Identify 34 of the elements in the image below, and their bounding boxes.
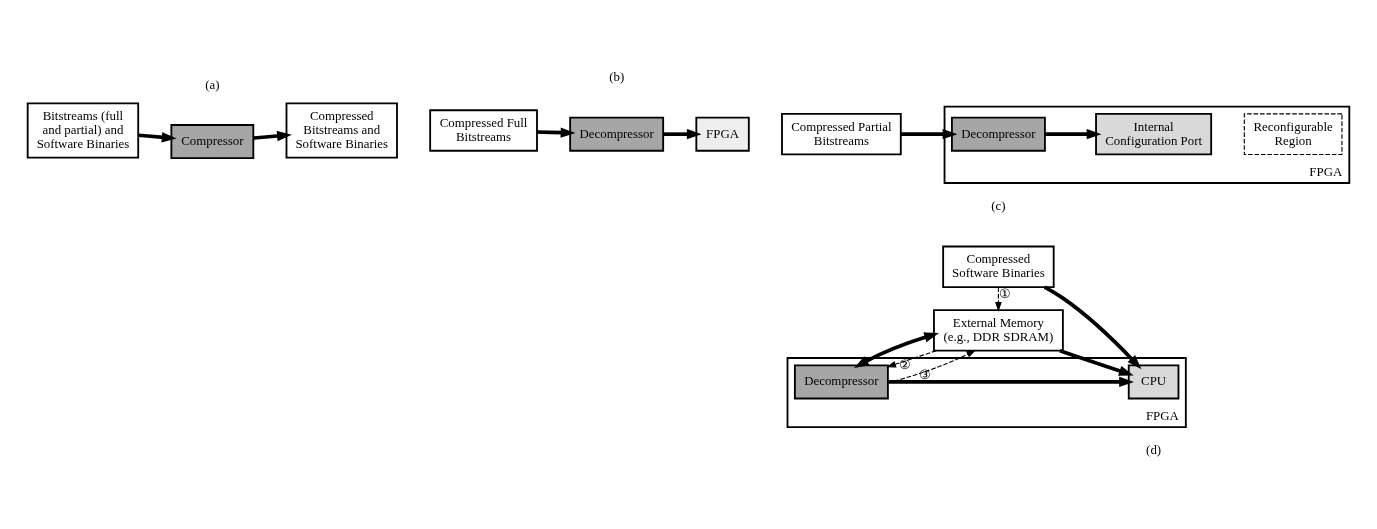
arrow <box>887 349 976 384</box>
arrow <box>886 350 937 368</box>
label: (d) <box>1146 443 1162 458</box>
arrow <box>995 286 1002 312</box>
arrow <box>1043 285 1142 370</box>
node-box: Bitstreams (full and partial) and Software Binaries <box>26 102 140 159</box>
node-box: FPGA <box>695 116 750 152</box>
node-box: Decompressor <box>951 116 1046 152</box>
edge-label: ① <box>999 287 1012 302</box>
node-box: Decompressor <box>569 116 665 152</box>
arrow <box>1044 129 1102 140</box>
node-box: Decompressor <box>793 364 889 400</box>
node-box: Internal Configuration Port <box>1095 113 1213 156</box>
node-box: External Memory (e.g., DDR SDRAM) <box>933 309 1064 352</box>
arrow <box>854 332 939 368</box>
arrow <box>253 130 292 142</box>
edge-label: ③ <box>919 368 932 383</box>
node-box: Compressed Bitstreams and Software Binaries <box>285 102 398 159</box>
node-box: Compressor <box>170 124 255 160</box>
node-box: Compressed Full Bitstreams <box>429 109 538 152</box>
node-box: Compressed Software Binaries <box>942 245 1055 288</box>
node-box: Reconfigurable Region <box>1243 113 1343 155</box>
label: (c) <box>991 199 1006 214</box>
arrow <box>888 376 1134 388</box>
node-box: Compressed Partial Bitstreams <box>781 113 902 156</box>
node-box: CPU <box>1127 364 1180 400</box>
arrow <box>1059 349 1134 376</box>
edge-label: ② <box>899 357 912 372</box>
label: (a) <box>205 77 220 92</box>
arrow <box>138 132 177 143</box>
label: (b) <box>609 70 625 85</box>
arrow <box>537 127 576 138</box>
arrow <box>663 129 702 140</box>
arrow <box>900 129 958 140</box>
